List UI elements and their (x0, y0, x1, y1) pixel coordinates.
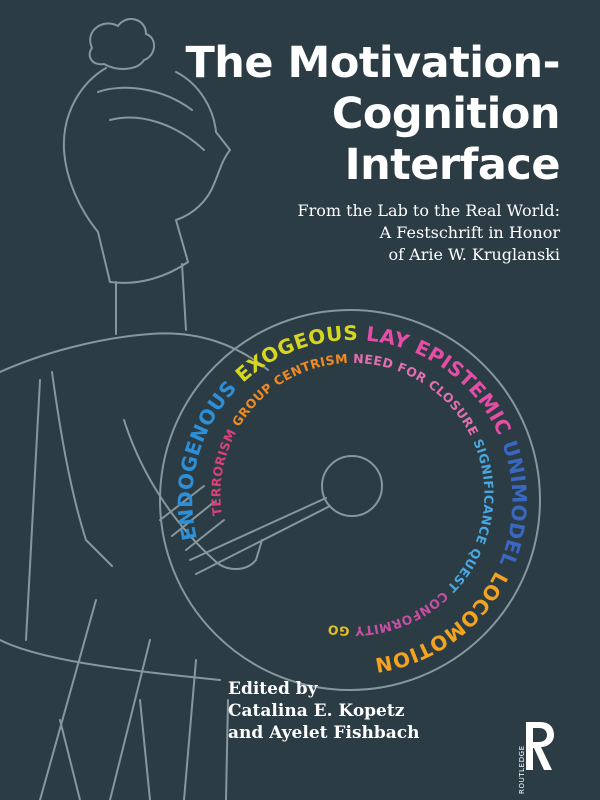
shield-rim (159, 309, 541, 691)
keyword-motivation: MOTIVATION (0, 0, 10, 5)
editors-line-3: and Ayelet Fishbach (228, 723, 420, 743)
keyword-group-centrism: GROUP CENTRISM (226, 351, 348, 433)
title-line-2: Cognition (331, 89, 561, 139)
editors-line-1: Edited by (228, 679, 318, 699)
keyword-significance-quest: SIGNIFICANCE QUEST (444, 432, 496, 596)
book-subtitle: From the Lab to the Real World: A Festsc… (297, 200, 560, 266)
svg-text:ROUTLEDGE: ROUTLEDGE (518, 745, 526, 794)
front-arm (123, 419, 263, 570)
sleeve-band (159, 485, 225, 551)
book-title: The Motivation- Cognition Interface (185, 38, 560, 191)
back-arm (51, 371, 113, 567)
routledge-r-icon (526, 722, 554, 770)
keyword-endogenous: ENDOGENOUS (173, 376, 241, 543)
subtitle-line-2: A Festschrift in Honor (379, 223, 560, 242)
keyword-terrorism: TERRORISM (208, 426, 239, 516)
headband (97, 86, 205, 151)
keyword-unimodel: UNIMODEL (494, 429, 531, 570)
spoon-head (321, 455, 383, 517)
keyword-intrinsic: INTRINSIC (0, 0, 9, 5)
editors-credit: Edited by Catalina E. Kopetz and Ayelet … (228, 678, 420, 744)
spoon-handle (189, 497, 331, 575)
skirt-panels (0, 639, 221, 800)
publisher-name: ROUTLEDGE (518, 745, 526, 794)
keyword-assessment: ASSESSMENT (0, 0, 10, 5)
hair-bun (88, 18, 155, 70)
neck (115, 263, 187, 335)
keyword-extremism: EXTREMISM (0, 0, 6, 3)
subtitle-line-3: of Arie W. Kruglanski (388, 245, 560, 264)
head-outline (62, 67, 231, 284)
torso (25, 379, 229, 800)
title-line-3: Interface (344, 140, 561, 190)
subtitle-line-1: From the Lab to the Real World: (297, 201, 560, 220)
shoulder-line (0, 332, 269, 373)
title-line-1: The Motivation- (185, 38, 560, 88)
editors-line-2: Catalina E. Kopetz (228, 701, 405, 721)
